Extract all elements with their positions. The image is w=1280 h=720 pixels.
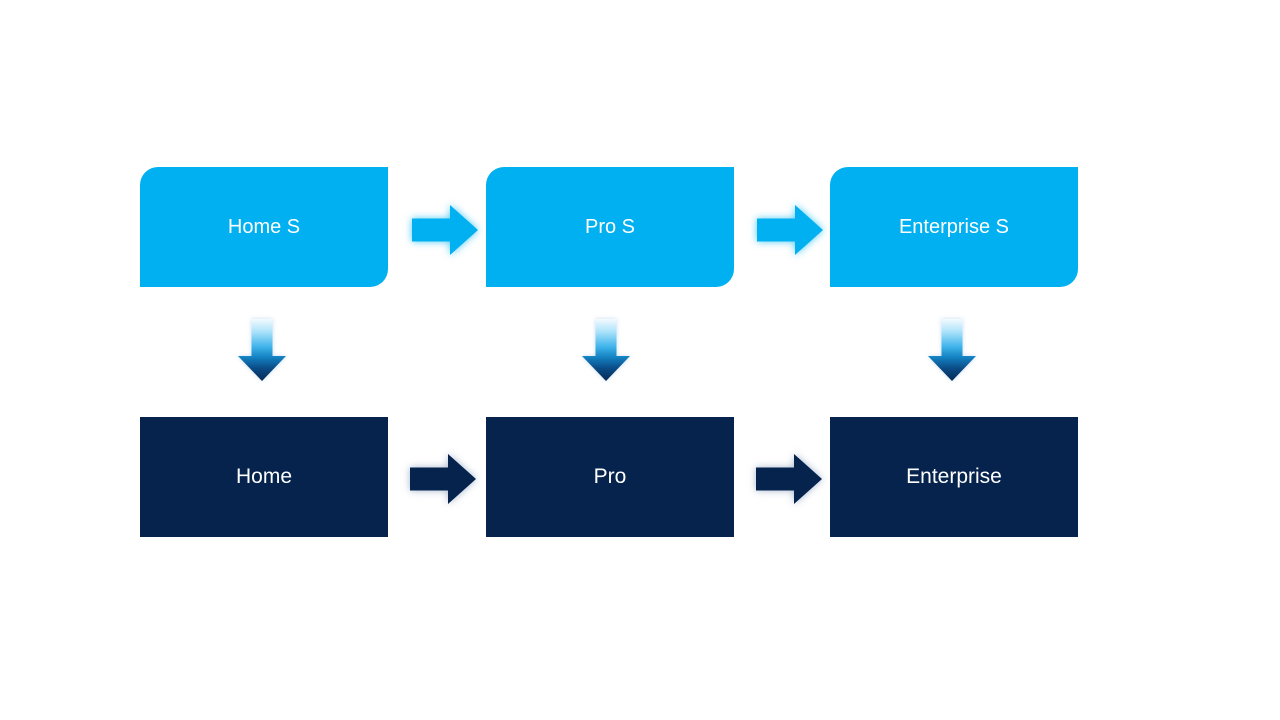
- right-arrow-icon: [756, 454, 822, 504]
- node-enterprise-label: Enterprise: [906, 465, 1002, 488]
- node-enterprise: Enterprise: [830, 417, 1078, 537]
- node-enterprise-s: Enterprise S: [830, 167, 1078, 287]
- down-arrow-icon: [928, 319, 976, 381]
- right-arrow-icon: [410, 454, 476, 504]
- node-enterprise-s-label: Enterprise S: [898, 215, 1010, 238]
- down-arrow-icon: [238, 319, 286, 381]
- right-arrow-icon: [757, 205, 823, 255]
- node-pro-s-label: Pro S: [584, 215, 636, 238]
- down-arrow-icon: [582, 319, 630, 381]
- node-home-s-label: Home S: [227, 215, 301, 238]
- node-pro: Pro: [486, 417, 734, 537]
- right-arrow-icon: [412, 205, 478, 255]
- node-home: Home: [140, 417, 388, 537]
- node-home-label: Home: [235, 465, 293, 488]
- node-pro-s: Pro S: [486, 167, 734, 287]
- node-pro-label: Pro: [593, 465, 627, 488]
- node-home-s: Home S: [140, 167, 388, 287]
